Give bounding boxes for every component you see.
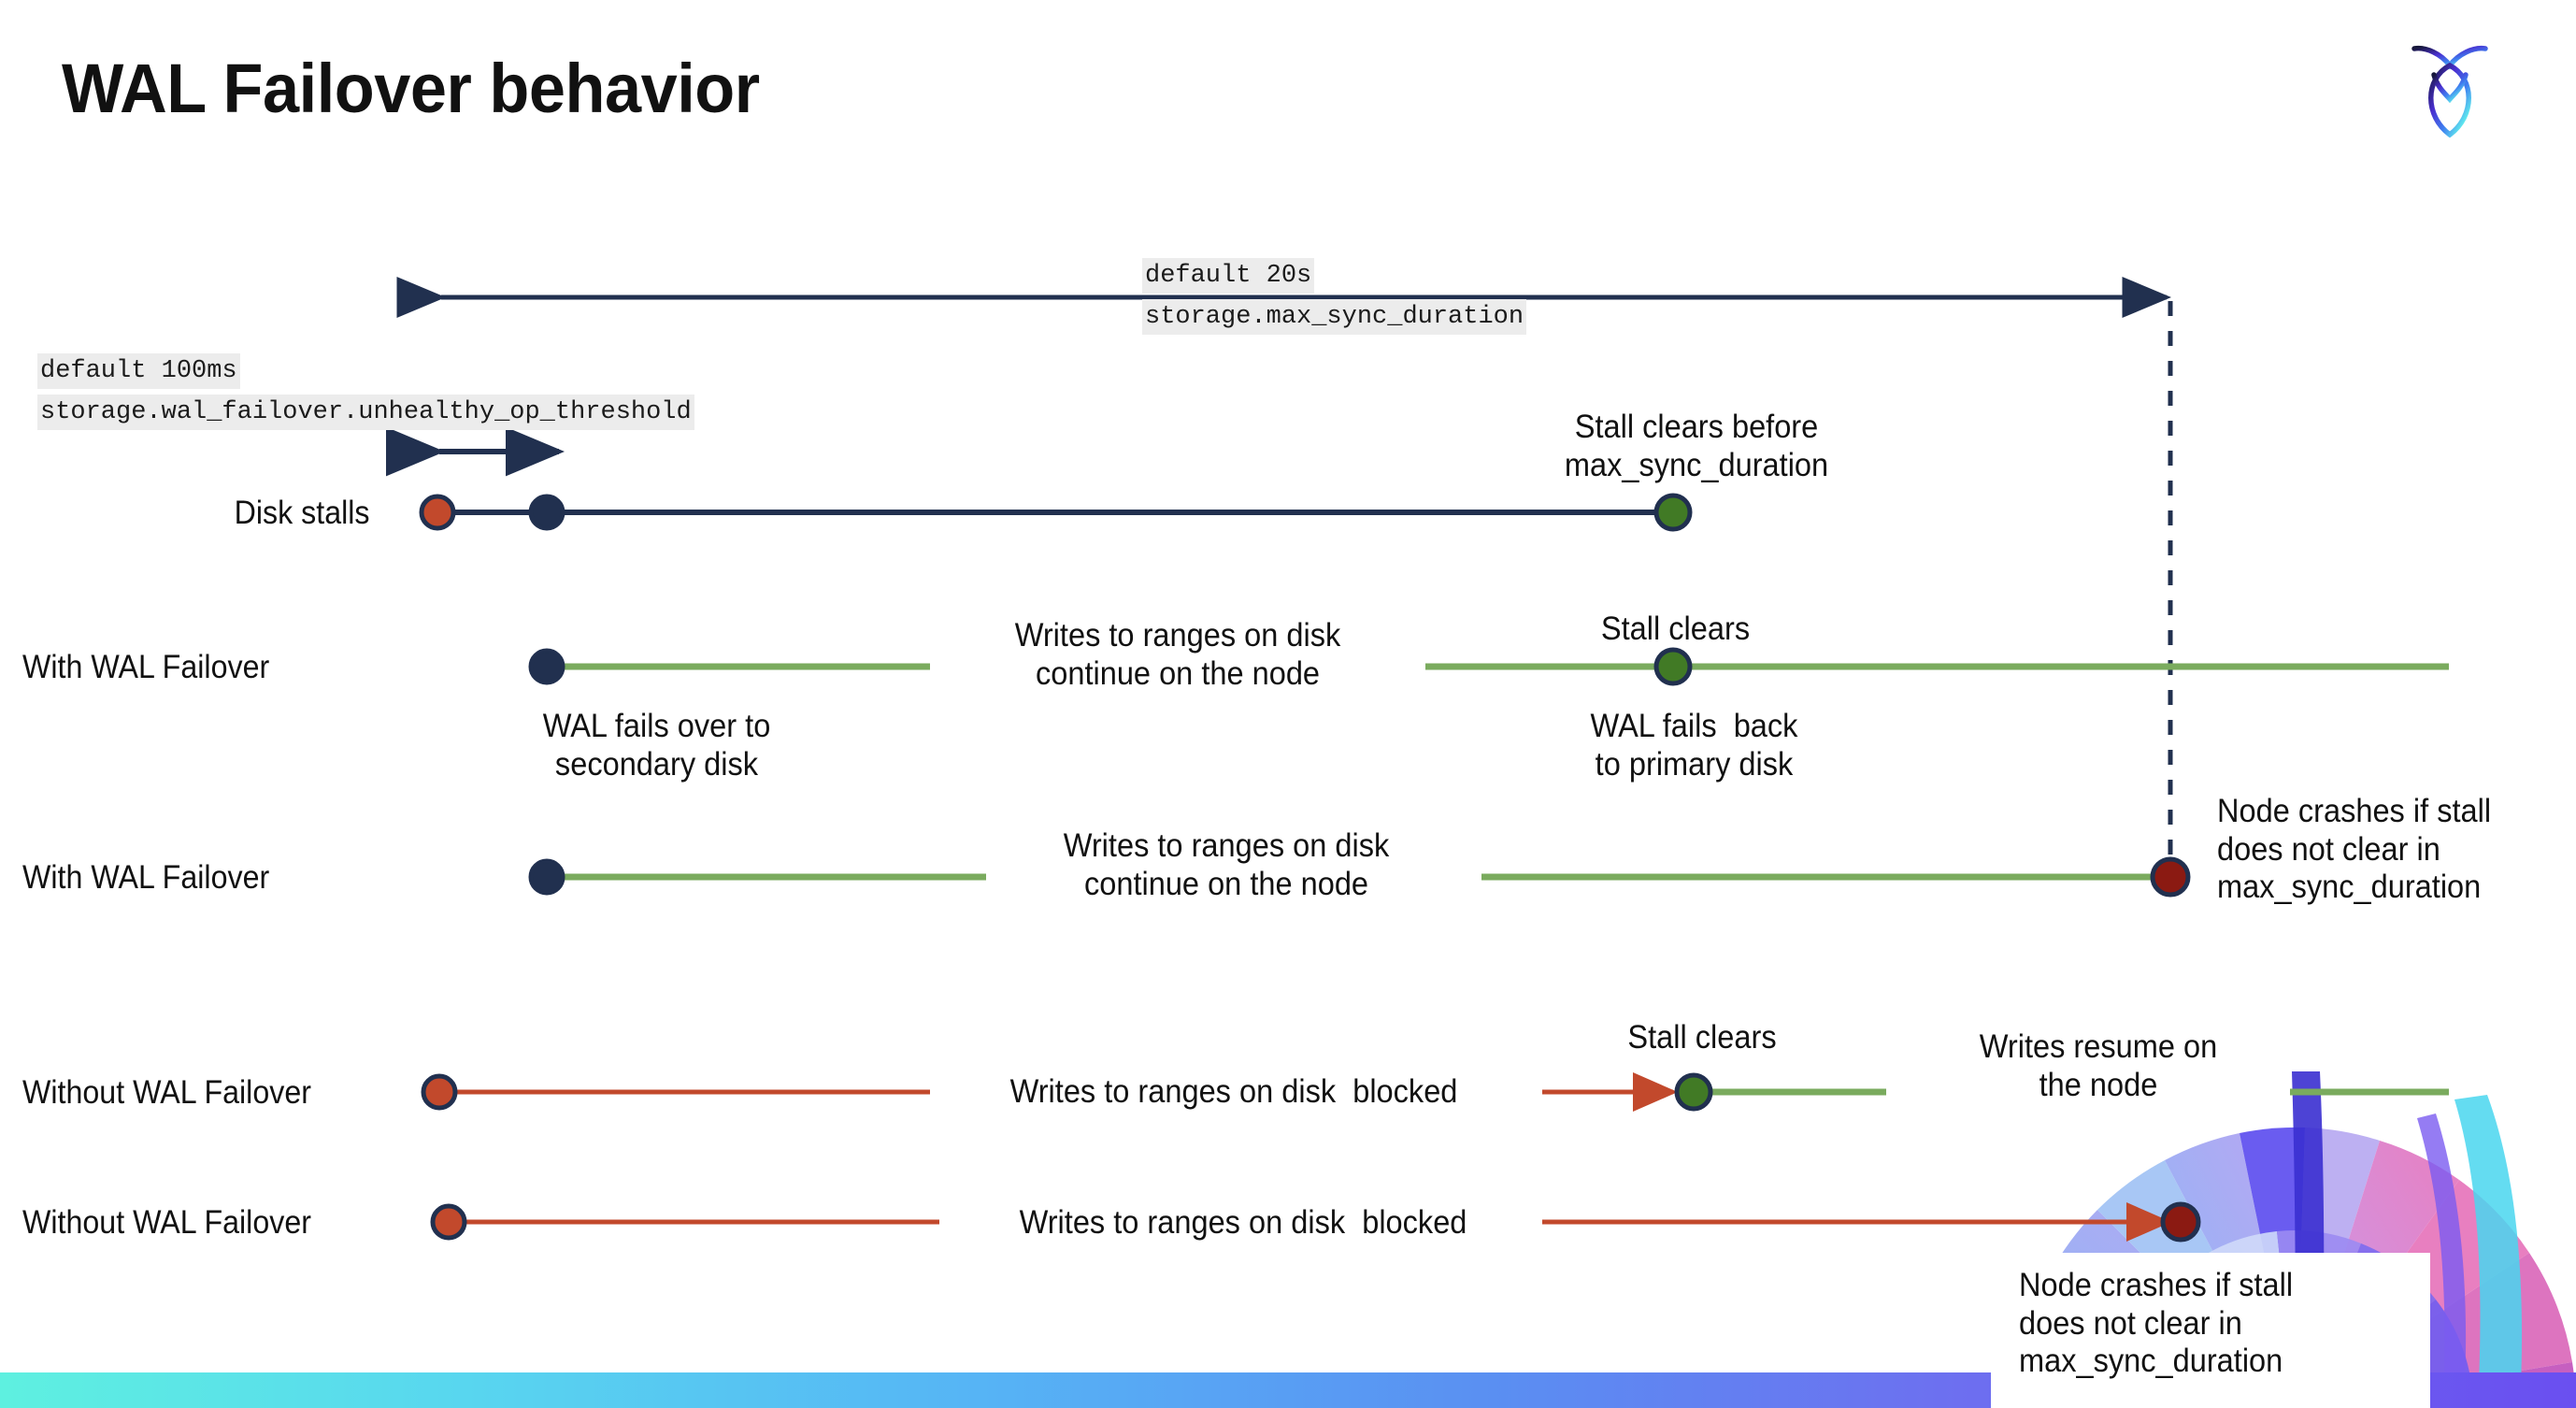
wal-failover-1-stall-clears-dot <box>1653 647 1693 686</box>
wal-failover-1-start-dot <box>528 648 565 685</box>
node-crash-callout-backdrop <box>1991 1253 2430 1408</box>
without-failover-2-start-dot <box>430 1203 467 1241</box>
note-writes-continue-2: Writes to ranges on disk continue on the… <box>1063 827 1390 902</box>
note-writes-blocked-2: Writes to ranges on disk blocked <box>1019 1204 1467 1241</box>
note-stall-clears-1: Stall clears <box>1600 611 1751 647</box>
wal-failover-2-crash-dot <box>2150 856 2191 898</box>
max-sync-default-chip: default 20s <box>1142 258 1315 295</box>
note-stall-clears-2: Stall clears <box>1627 1019 1777 1056</box>
row-label-without-wal-failover-2: Without WAL Failover <box>22 1204 311 1241</box>
note-node-crashes-1: Node crashes if stall does not clear in … <box>2217 793 2492 906</box>
disk-stall-clears-dot <box>1653 493 1693 532</box>
row-label-with-wal-failover-2: With WAL Failover <box>22 859 270 896</box>
row-label-with-wal-failover-1: With WAL Failover <box>22 649 270 685</box>
without-failover-2-crash-dot <box>2160 1201 2201 1243</box>
unhealthy-op-default-chip: default 100ms <box>37 353 240 390</box>
note-wal-fails-over: WAL fails over to secondary disk <box>542 708 771 783</box>
note-writes-blocked-1: Writes to ranges on disk blocked <box>1009 1073 1458 1110</box>
row-label-disk-stalls: Disk stalls <box>234 495 370 531</box>
without-failover-1-start-dot <box>421 1073 458 1111</box>
page-title: WAL Failover behavior <box>62 50 760 127</box>
row-label-without-wal-failover-1: Without WAL Failover <box>22 1074 311 1111</box>
cockroach-labs-logo-icon <box>2398 30 2501 151</box>
disk-stall-start-dot <box>419 494 456 531</box>
note-stall-clears-before-max-sync: Stall clears before max_sync_duration <box>1564 409 1829 483</box>
disk-stall-detected-dot <box>528 494 565 531</box>
without-failover-1-stall-clears-dot <box>1674 1072 1713 1112</box>
wal-failover-2-start-dot <box>528 858 565 896</box>
note-wal-fails-back: WAL fails back to primary disk <box>1590 708 1798 783</box>
note-writes-resume: Writes resume on the node <box>1979 1028 2218 1103</box>
note-writes-continue-1: Writes to ranges on disk continue on the… <box>1014 617 1341 692</box>
unhealthy-op-setting-chip: storage.wal_failover.unhealthy_op_thresh… <box>37 395 694 431</box>
max-sync-setting-chip: storage.max_sync_duration <box>1142 299 1527 336</box>
note-node-crashes-2: Node crashes if stall does not clear in … <box>2019 1267 2294 1380</box>
